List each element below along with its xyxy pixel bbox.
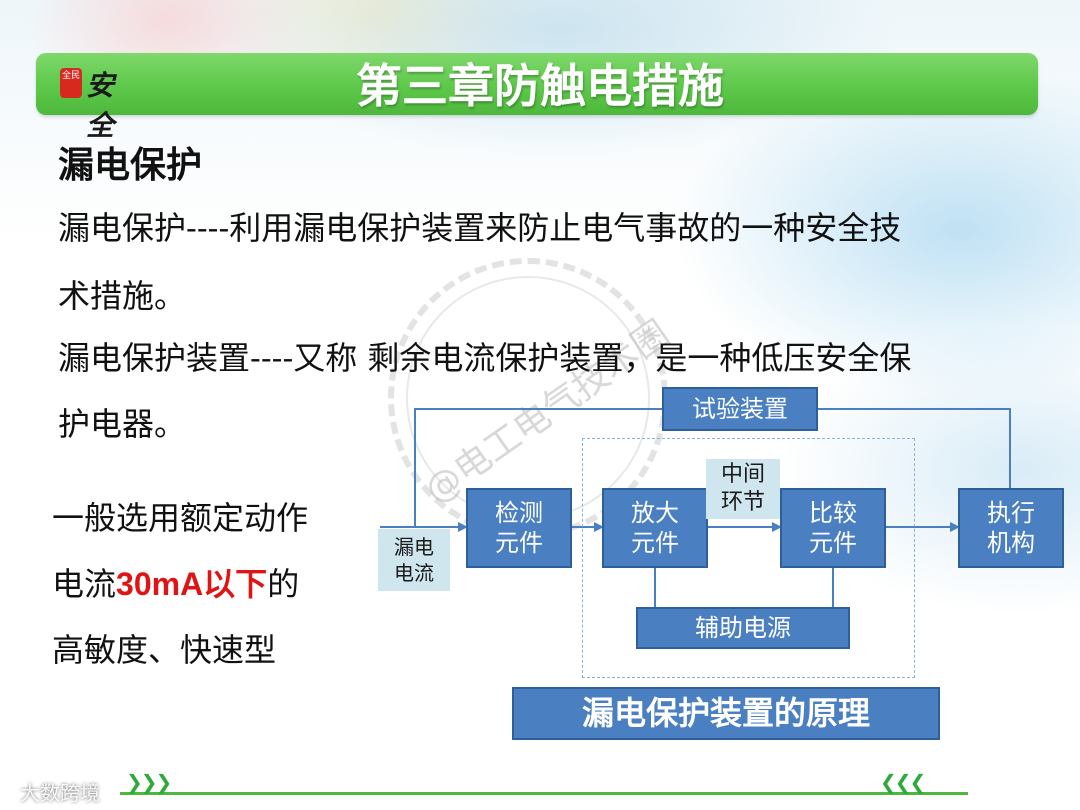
brand-watermark: 大数跨境 (20, 777, 100, 806)
leakage-current-line-1: 漏电 (394, 534, 434, 560)
aux-power-label: 辅助电源 (695, 613, 791, 643)
aux-power-box: 辅助电源 (636, 607, 850, 649)
detection-line-2: 元件 (495, 528, 543, 558)
footer-line (120, 792, 968, 795)
intermediate-line-2: 环节 (721, 489, 765, 517)
intermediate-stage-label: 中间 环节 (706, 459, 780, 519)
leakage-current-label: 漏电 电流 (378, 529, 450, 591)
test-device-box: 试验装置 (662, 387, 818, 431)
actuator-line-2: 机构 (987, 528, 1035, 558)
amplifier-line-2: 元件 (631, 528, 679, 558)
test-device-label: 试验装置 (692, 394, 788, 424)
amplifier-line-1: 放大 (631, 498, 679, 528)
footer-chevrons-right: ❮❮❮ (880, 770, 924, 794)
diagram-caption: 漏电保护装置的原理 (512, 687, 940, 740)
leakage-current-line-2: 电流 (394, 560, 434, 586)
actuator-box: 执行 机构 (958, 488, 1064, 568)
actuator-line-1: 执行 (987, 498, 1035, 528)
comparator-line-2: 元件 (809, 528, 857, 558)
footer-chevrons-left: ❯❯❯ (126, 770, 170, 794)
comparator-line-1: 比较 (809, 498, 857, 528)
comparator-element-box: 比较 元件 (780, 488, 886, 568)
amplifier-element-box: 放大 元件 (602, 488, 708, 568)
detection-element-box: 检测 元件 (466, 488, 572, 568)
intermediate-line-1: 中间 (721, 461, 765, 489)
detection-line-1: 检测 (495, 498, 543, 528)
